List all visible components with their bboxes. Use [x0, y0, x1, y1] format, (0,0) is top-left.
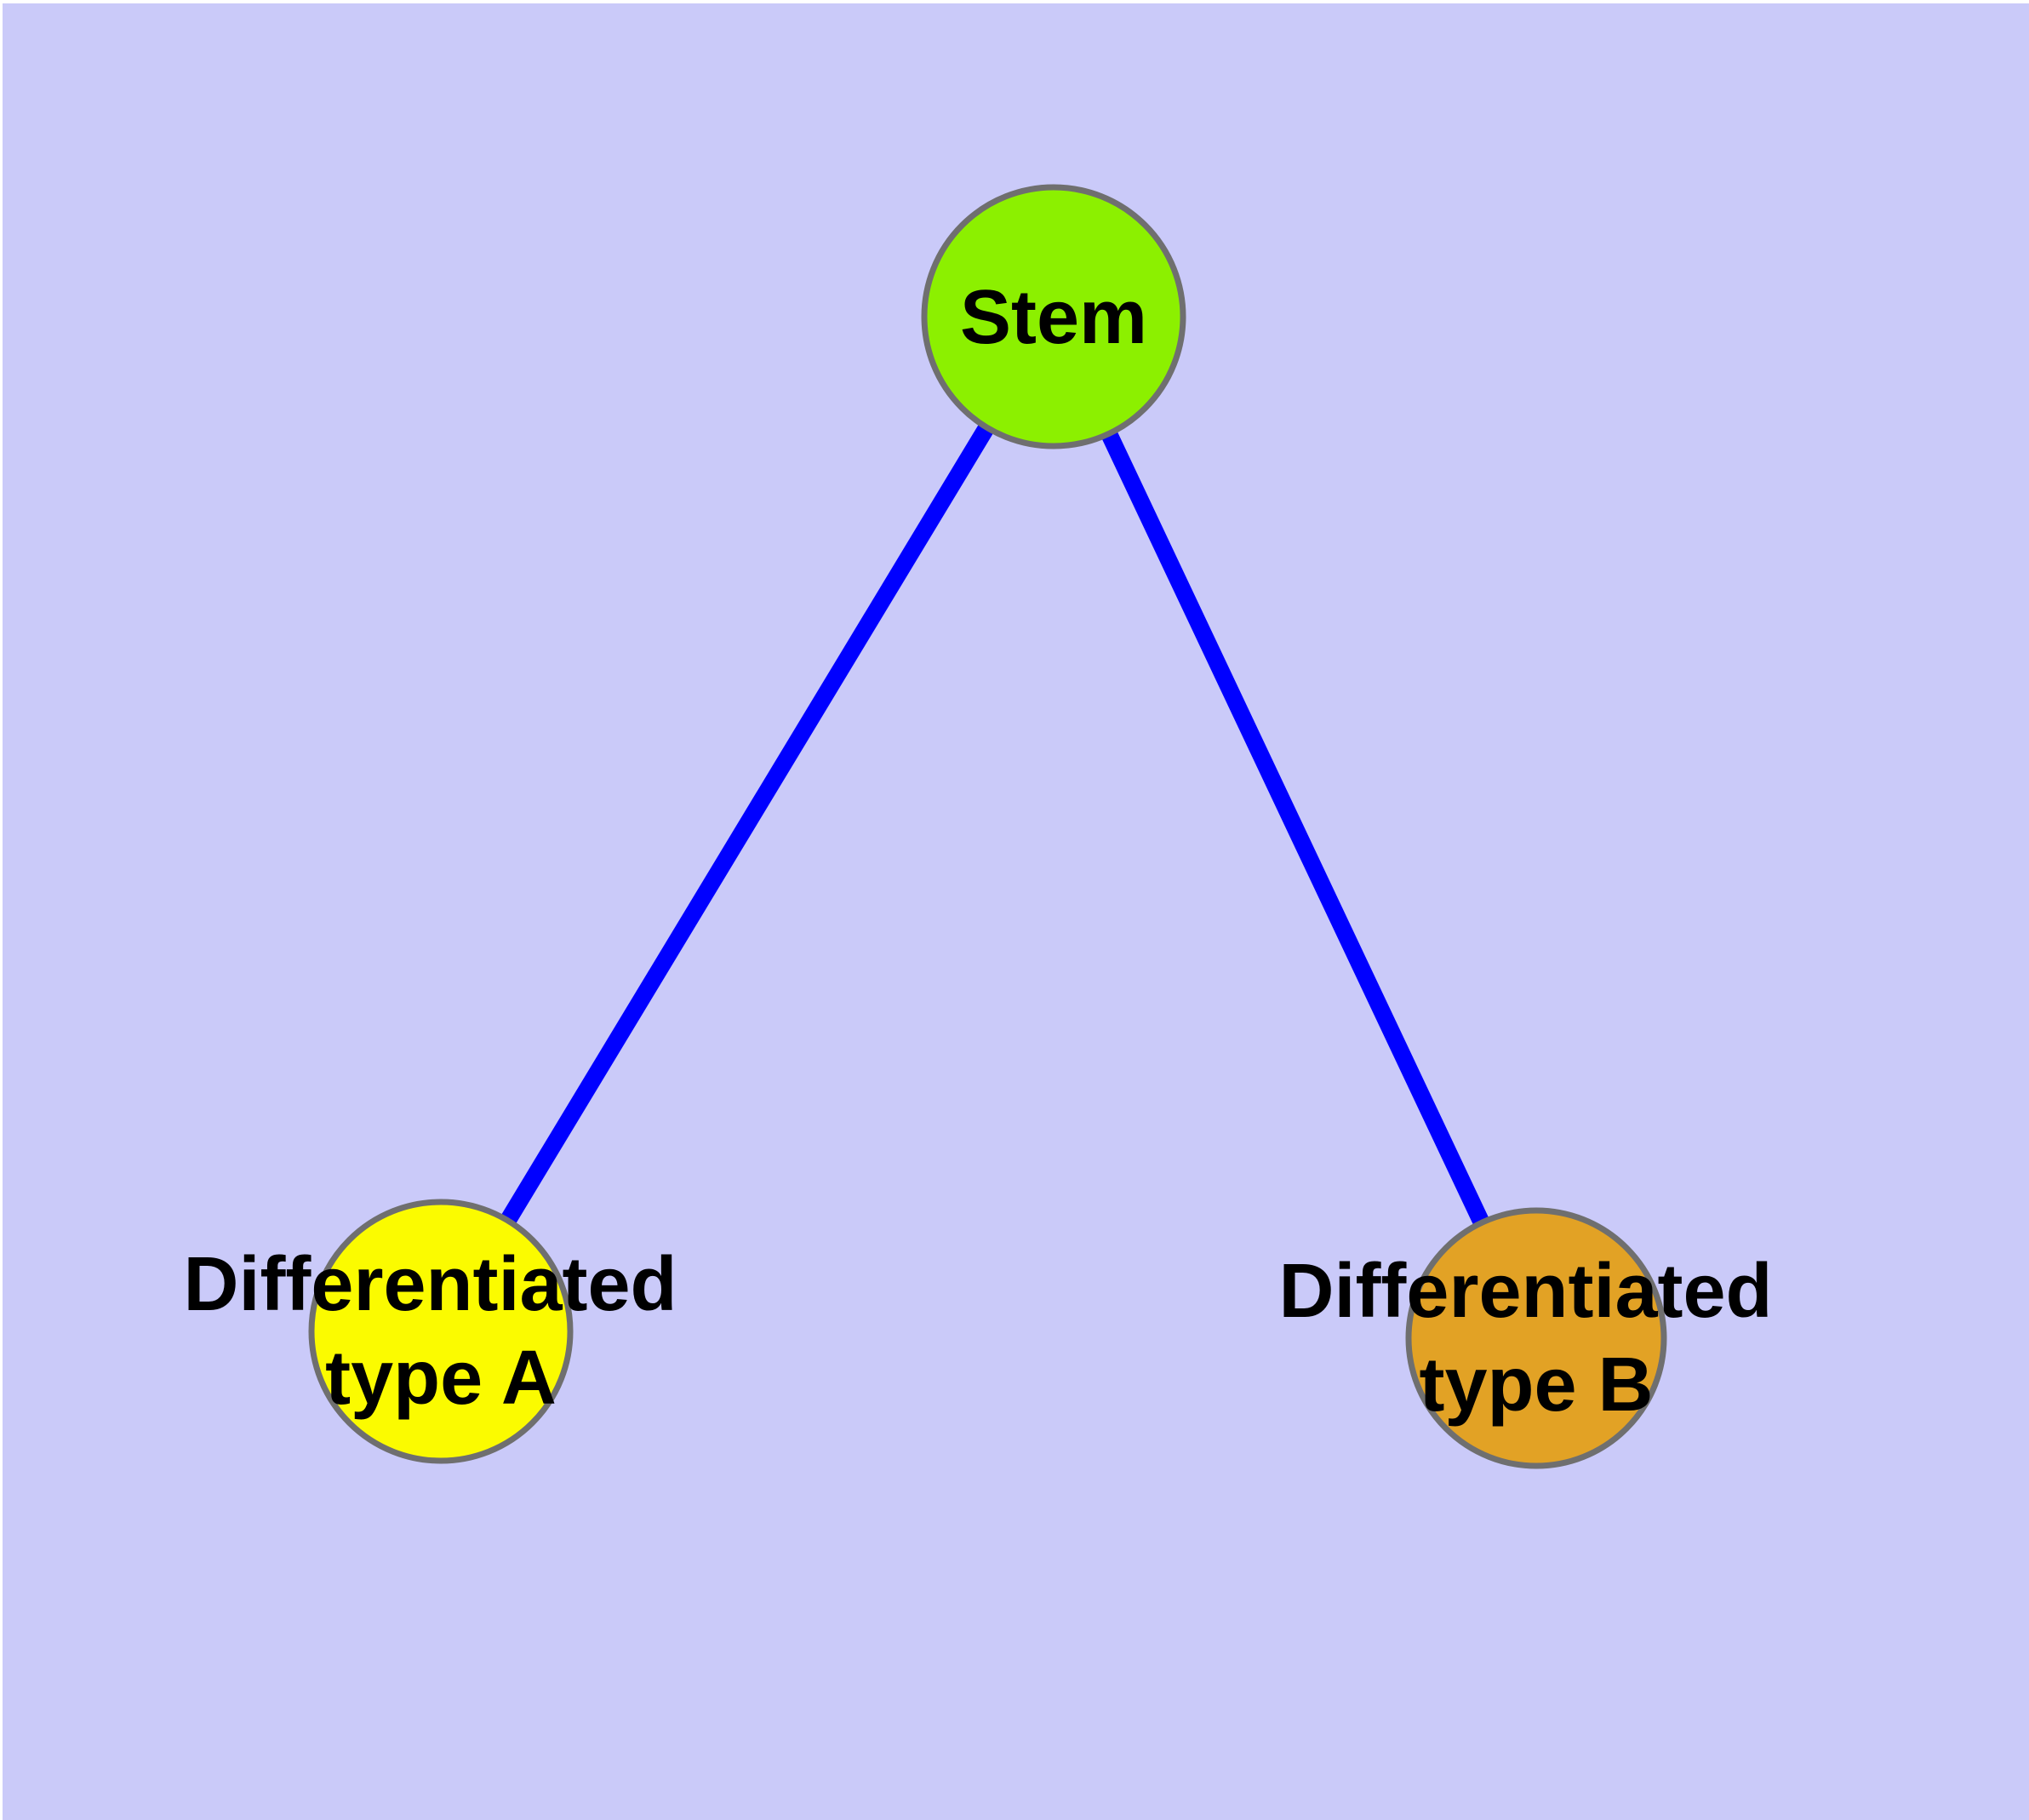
node-stem-label-line1: Stem	[960, 275, 1147, 360]
node-type-b-label-line1: Differentiated	[1278, 1249, 1772, 1334]
edge-stem-to-type-a	[433, 312, 1061, 1336]
node-differentiated-type-b-label: Differentiated type B	[1278, 1249, 1793, 1428]
node-stem-label: Stem	[960, 275, 1147, 360]
node-stem	[921, 184, 1186, 449]
node-differentiated-type-a-label: Differentiated type A	[183, 1242, 698, 1421]
node-type-a-label-line2: type A	[325, 1336, 557, 1421]
node-type-b-label-line2: type B	[1419, 1342, 1653, 1428]
node-type-a-label-line1: Differentiated	[183, 1242, 677, 1327]
edge-stem-to-type-b	[1045, 312, 1545, 1342]
node-differentiated-type-b	[1405, 1207, 1667, 1469]
node-differentiated-type-a	[308, 1199, 574, 1464]
